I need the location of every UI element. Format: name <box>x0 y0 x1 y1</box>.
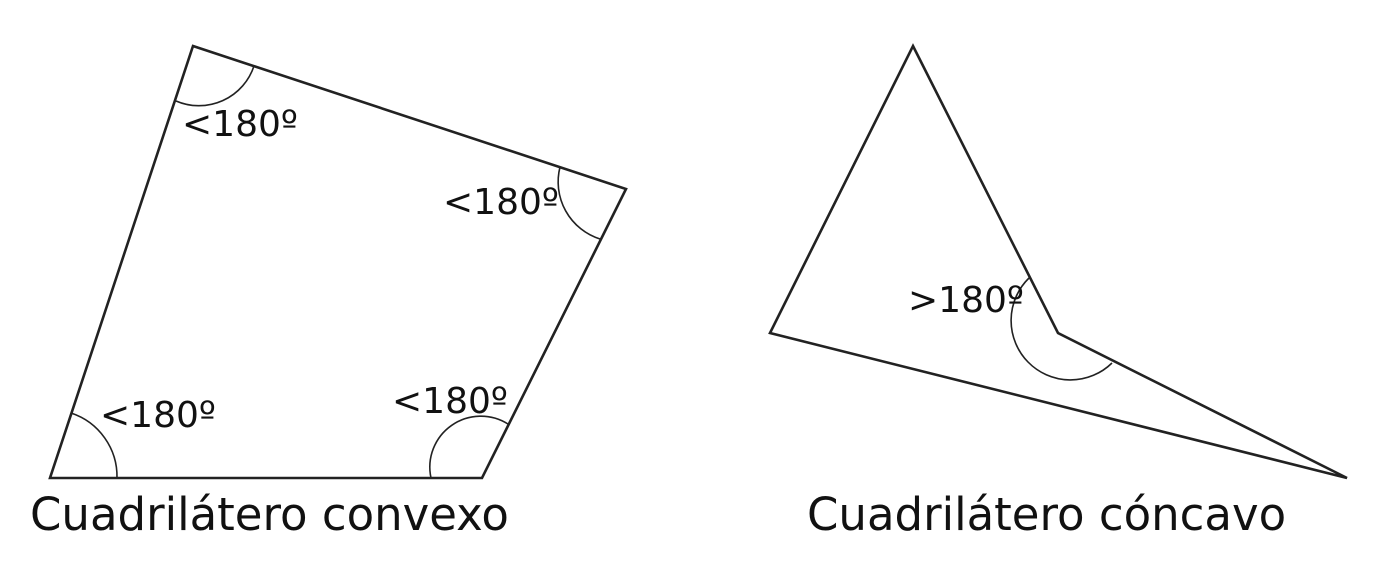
convex-angle-label-bottom-right: <180º <box>392 381 508 422</box>
concave-angle-label-reflex: >180º <box>908 280 1024 321</box>
concave-angle-arc-reflex <box>1010 277 1113 381</box>
convex-angle-label-bottom-left: <180º <box>100 395 216 436</box>
concave-quadrilateral-outline <box>768 43 1348 480</box>
convex-angle-arc-bottom-right <box>429 415 509 479</box>
convex-angle-arc-bottom-left <box>70 412 118 479</box>
concave-caption: Cuadrilátero cóncavo <box>807 488 1286 541</box>
concave-quadrilateral: >180º Cuadrilátero cóncavo <box>768 43 1348 541</box>
convex-angle-arc-right <box>557 166 601 240</box>
convex-caption: Cuadrilátero convexo <box>30 488 509 541</box>
convex-angle-label-right: <180º <box>443 182 559 223</box>
convex-quadrilateral-outline <box>48 44 628 480</box>
convex-angle-arc-top-left <box>175 65 255 107</box>
convex-quadrilateral: <180º <180º <180º <180º Cuadrilátero con… <box>30 44 628 541</box>
convex-angle-label-top-left: <180º <box>182 104 298 145</box>
